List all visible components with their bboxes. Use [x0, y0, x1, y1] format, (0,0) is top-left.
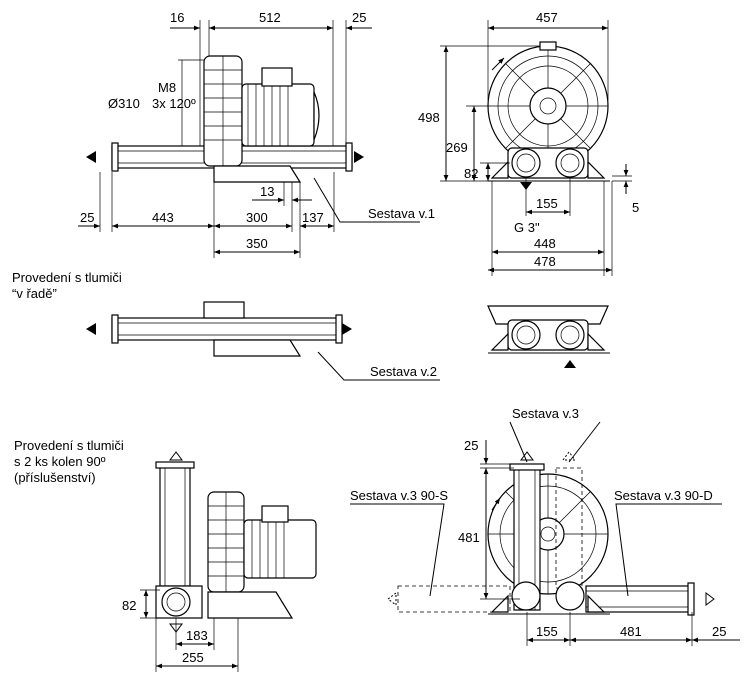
side-view-elbow: 82 183 255 [122, 451, 317, 672]
dim-3x120: 3x 120º [152, 96, 196, 111]
side-view-v2: Sestava v.2 [86, 301, 610, 381]
dim-25-elbow: 25 [464, 438, 478, 453]
note-inline: Provedení s tlumiči “v řadě” [12, 270, 122, 302]
note-inline-line2: “v řadě” [12, 286, 57, 301]
label-sestava-v3-90d: Sestava v.3 90-D [614, 488, 713, 503]
dim-350: 350 [246, 236, 268, 251]
dim-481b: 481 [620, 624, 642, 639]
front-view: 457 498 269 82 155 G 3" 5 448 478 [418, 10, 639, 276]
dim-481: 481 [458, 530, 480, 545]
dim-155-elbow: 155 [536, 624, 558, 639]
note-elbows: Provedení s tlumiči s 2 ks kolen 90º (př… [14, 438, 124, 486]
dim-5: 5 [632, 200, 639, 215]
label-sestava-v1: Sestava v.1 [368, 206, 435, 221]
label-sestava-v2: Sestava v.2 [370, 364, 437, 379]
note-elbows-line3: (příslušenství) [14, 470, 96, 485]
dim-457: 457 [536, 10, 558, 25]
front-view-elbow: 25 481 155 481 25 Sestava v.3 Sestava v.… [350, 406, 740, 646]
note-elbows-line2: s 2 ks kolen 90º [14, 454, 106, 469]
dim-25b-elbow: 25 [712, 624, 726, 639]
note-inline-line1: Provedení s tlumiči [12, 270, 122, 285]
dim-g3: G 3" [514, 220, 540, 235]
note-elbows-line1: Provedení s tlumiči [14, 438, 124, 453]
dim-137: 137 [302, 210, 324, 225]
dim-82: 82 [464, 166, 478, 181]
dim-269: 269 [446, 140, 468, 155]
dim-13: 13 [260, 184, 274, 199]
dim-25: 25 [352, 10, 366, 25]
side-view-v1: 16 512 25 M8 Ø310 3x 120º 13 25 443 300 … [78, 10, 435, 258]
dim-448: 448 [534, 236, 556, 251]
dim-82-elbow: 82 [122, 598, 136, 613]
dim-443: 443 [152, 210, 174, 225]
dim-498: 498 [418, 110, 440, 125]
dim-512: 512 [259, 10, 281, 25]
dim-16: 16 [170, 10, 184, 25]
label-sestava-v3-90s: Sestava v.3 90-S [350, 488, 448, 503]
dim-m8: M8 [158, 80, 176, 95]
dim-300: 300 [246, 210, 268, 225]
dim-183: 183 [186, 628, 208, 643]
dim-d310: Ø310 [108, 96, 140, 111]
dim-255: 255 [182, 650, 204, 665]
dim-25b: 25 [80, 210, 94, 225]
label-sestava-v3: Sestava v.3 [512, 406, 579, 421]
dim-155: 155 [536, 196, 558, 211]
dim-478: 478 [534, 254, 556, 269]
